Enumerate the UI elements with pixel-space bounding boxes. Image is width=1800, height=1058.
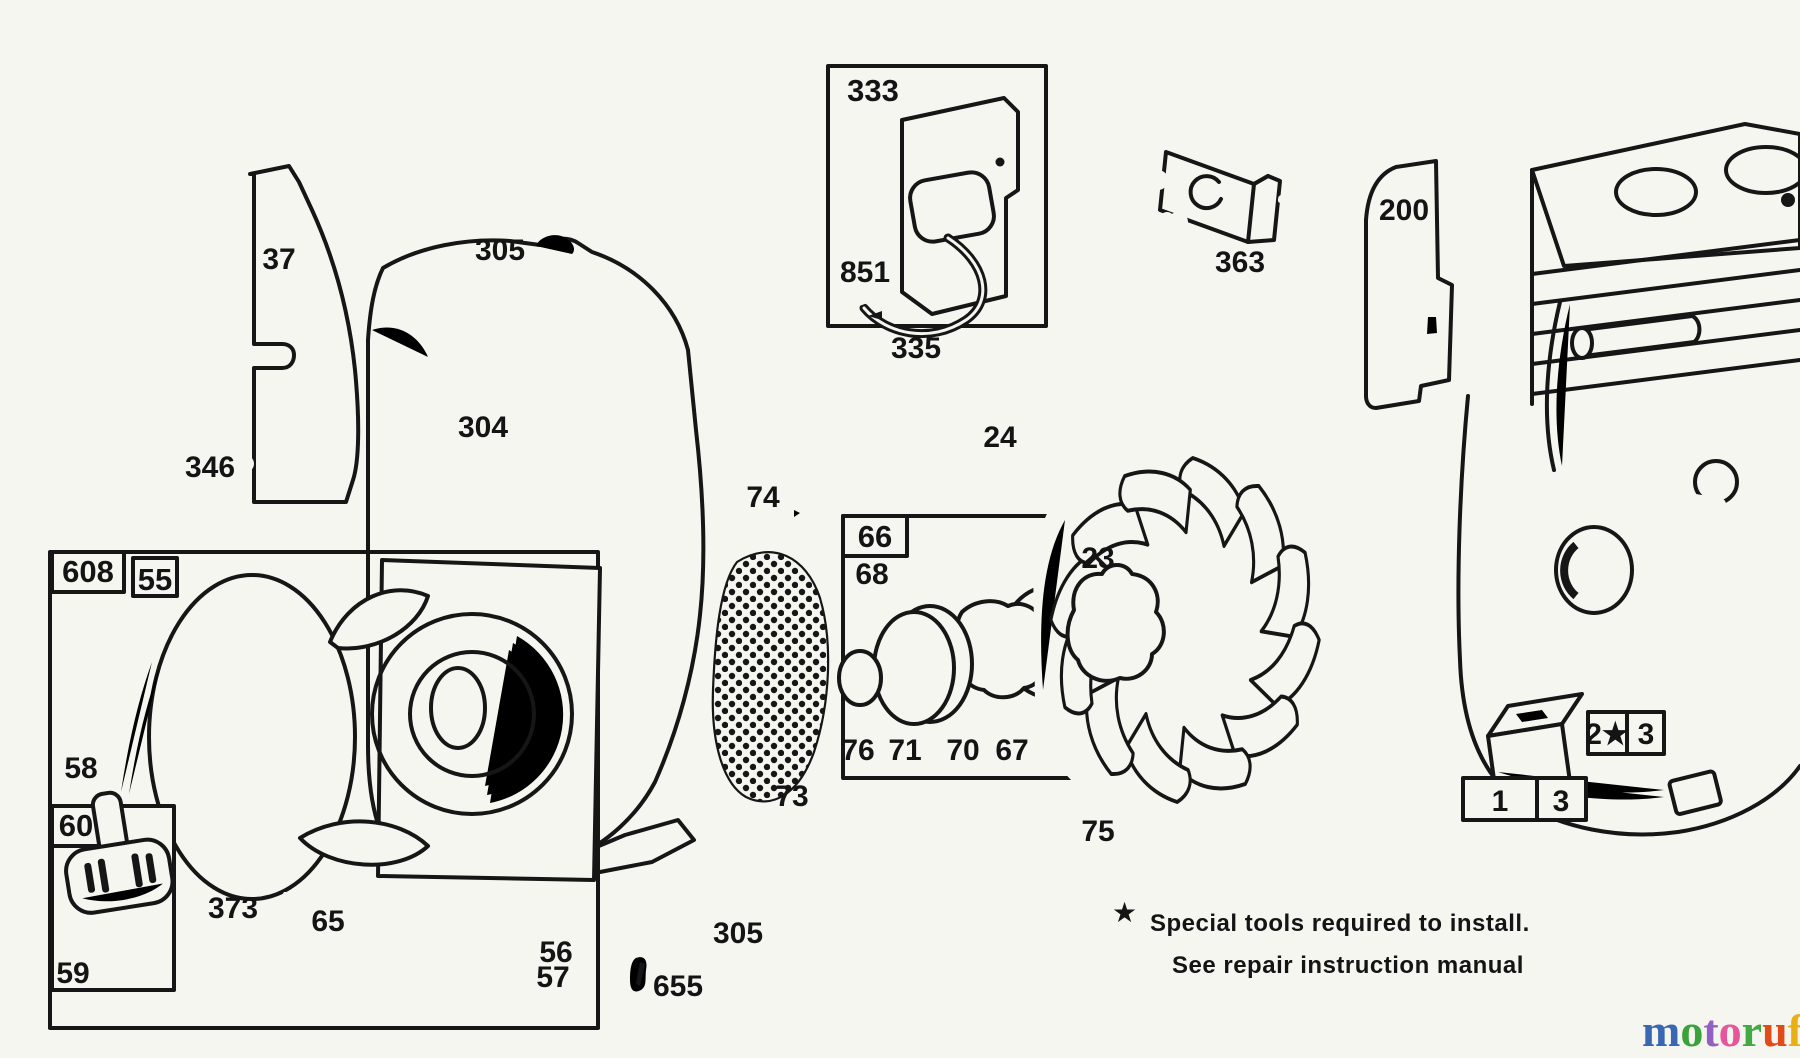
part-label-56: 56 [539,936,572,969]
screw-335 [848,337,894,362]
motoruf-logo-text: motoruf.de [1642,1005,1800,1056]
ignition-armature-851 [835,96,1020,339]
part-label-70: 70 [946,734,979,767]
part-label-73: 73 [775,780,808,813]
bolt-305-bottom [669,874,750,907]
note-line-2: See repair instruction manual [1172,952,1524,979]
part-label-333: 333 [847,73,899,108]
flywheel-hub [1065,563,1166,683]
part-label-608: 608 [62,554,114,589]
part-label-851: 851 [840,256,890,289]
part-label-655: 655 [653,970,703,1003]
pulley-71 [872,604,974,726]
legend-cell-3-right: 3 [1638,718,1655,751]
part-363-block [1140,147,1295,244]
washer-76 [837,649,883,707]
part-label-24: 24 [983,421,1017,454]
part-labels: 37 346 305 304 333 851 335 363 200 24 74… [56,73,1429,1003]
part-label-363: 363 [1215,246,1265,279]
screw-305-top [518,210,542,272]
star-icon: ★ [1112,896,1137,929]
screen-73 [711,551,830,803]
part-label-57: 57 [536,961,569,994]
fitting-65 [335,897,391,922]
legend-boxes: 2★ 3 1 3 [1461,710,1666,822]
part-label-58: 58 [64,752,97,785]
part-label-66: 66 [858,519,892,554]
legend-cell-1: 1 [1492,785,1509,818]
recoil-pulley-assembly [298,558,602,988]
part-label-75: 75 [1081,815,1114,848]
part-label-373: 373 [208,892,258,925]
starter-cover-cone-55 [146,566,386,901]
part-200-bracket [1364,159,1454,410]
part-label-65: 65 [311,905,344,938]
part-label-200: 200 [1379,194,1429,227]
part-label-346: 346 [185,451,235,484]
inset-box-333 [826,64,1048,362]
part-37-shield [248,164,361,504]
special-tools-note: ★ Special tools required to install. See… [1112,896,1538,982]
part-label-59: 59 [56,957,89,990]
part-label-68: 68 [855,558,888,591]
part-label-37: 37 [262,243,295,276]
part-label-60: 60 [59,808,93,843]
legend-cell-3-left: 3 [1553,785,1570,818]
part-label-71: 71 [888,734,921,767]
part-label-76: 76 [841,734,874,767]
flywheel-23 [1033,434,1338,826]
nut-373 [258,892,302,912]
engine-cylinder-block [1456,122,1800,848]
note-line-1: Special tools required to install. [1150,910,1530,937]
part-label-23: 23 [1081,542,1114,575]
pin-59 [90,944,171,979]
key-24 [984,449,1014,466]
part-label-74: 74 [746,481,780,514]
clip-655 [622,948,655,1002]
bolt-74 [740,507,800,531]
part-label-335: 335 [891,332,941,365]
part-label-304: 304 [458,411,508,444]
part-label-67: 67 [995,734,1028,767]
bolt-346 [230,449,283,475]
box-608-rewind-starter [48,550,602,1030]
ball-68 [890,543,971,576]
part-label-305-bottom: 305 [713,917,763,950]
motoruf-logo: motoruf.de [1642,1005,1800,1056]
legend-cell-2-star: 2★ [1585,718,1629,751]
part-label-305-top: 305 [475,234,525,267]
part-label-55: 55 [138,562,172,597]
